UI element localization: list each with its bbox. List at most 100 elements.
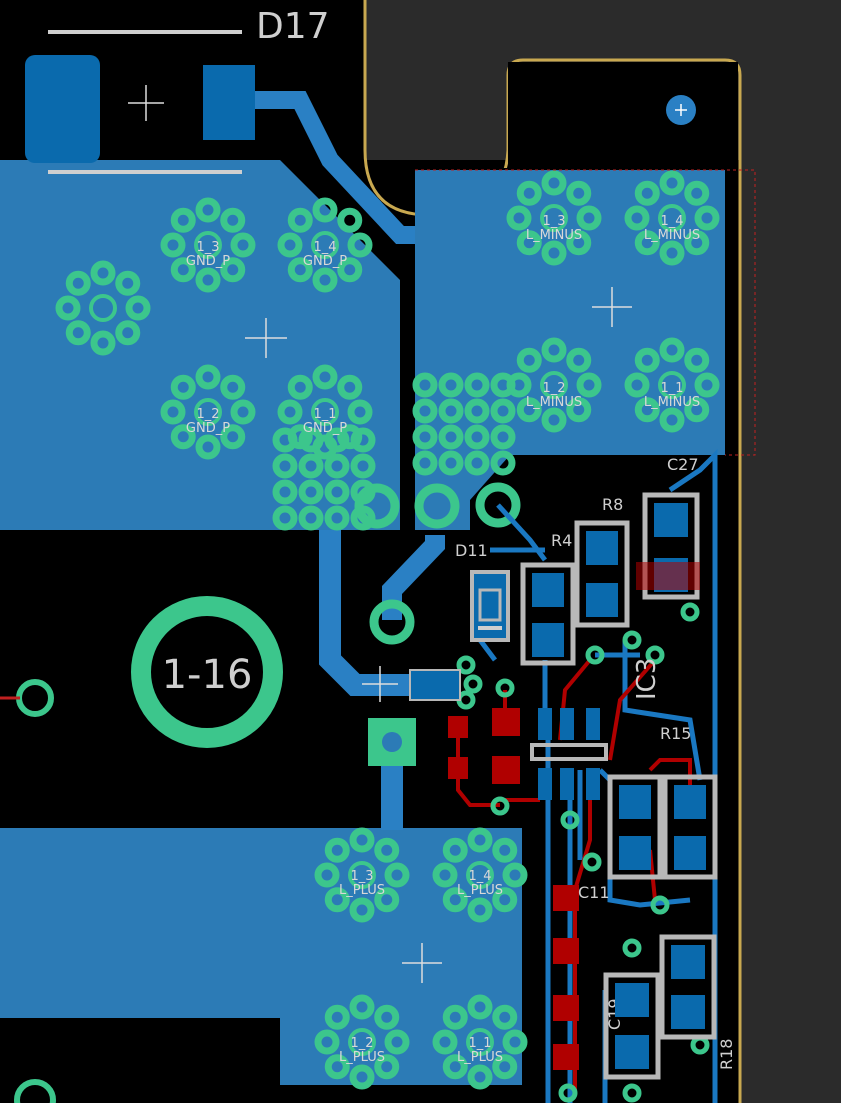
via-ring[interactable] xyxy=(349,827,375,853)
stitch-via[interactable] xyxy=(324,453,350,479)
via-ring[interactable] xyxy=(277,399,303,425)
stitch-via[interactable] xyxy=(298,505,324,531)
via-ring[interactable] xyxy=(492,1054,518,1080)
via-ring[interactable] xyxy=(277,232,303,258)
via-ring[interactable] xyxy=(384,862,410,888)
via-ring[interactable] xyxy=(220,207,246,233)
via-center[interactable] xyxy=(194,398,222,426)
via-ring[interactable] xyxy=(541,240,567,266)
via-ring[interactable] xyxy=(442,1054,468,1080)
stitch-via[interactable] xyxy=(298,453,324,479)
small-via[interactable] xyxy=(560,810,580,830)
via-ring[interactable] xyxy=(195,364,221,390)
stitch-via[interactable] xyxy=(412,398,438,424)
via-ring[interactable] xyxy=(347,399,373,425)
stitch-via[interactable] xyxy=(350,453,376,479)
stitch-via[interactable] xyxy=(438,450,464,476)
via-ring[interactable] xyxy=(170,257,196,283)
ring-pad[interactable] xyxy=(14,1079,56,1103)
via-ring[interactable] xyxy=(160,232,186,258)
stitch-via[interactable] xyxy=(490,424,516,450)
via-ring[interactable] xyxy=(492,1004,518,1030)
via-ring[interactable] xyxy=(634,347,660,373)
th-pad-octagon[interactable] xyxy=(475,482,521,528)
via-ring[interactable] xyxy=(195,434,221,460)
r18-body-a[interactable] xyxy=(603,972,661,1080)
via-ring[interactable] xyxy=(349,897,375,923)
via-ring[interactable] xyxy=(634,180,660,206)
ic3-body[interactable] xyxy=(530,743,608,761)
r18-body-b[interactable] xyxy=(659,934,717,1040)
via-ring[interactable] xyxy=(90,330,116,356)
via-ring[interactable] xyxy=(337,424,363,450)
via-ring[interactable] xyxy=(541,337,567,363)
via-ring[interactable] xyxy=(516,230,542,256)
via-ring[interactable] xyxy=(374,1054,400,1080)
via-center[interactable] xyxy=(466,861,494,889)
via-ring[interactable] xyxy=(442,1004,468,1030)
d17-pad-right[interactable] xyxy=(203,65,255,140)
via-ring[interactable] xyxy=(659,240,685,266)
via-ring[interactable] xyxy=(347,232,373,258)
via-ring[interactable] xyxy=(337,374,363,400)
via-ring[interactable] xyxy=(516,347,542,373)
via-ring[interactable] xyxy=(287,374,313,400)
via-ring[interactable] xyxy=(684,397,710,423)
th-pad-large-2[interactable] xyxy=(414,483,460,529)
via-ring[interactable] xyxy=(324,1054,350,1080)
via-ring[interactable] xyxy=(684,180,710,206)
via-ring[interactable] xyxy=(576,205,602,231)
via-center[interactable] xyxy=(348,861,376,889)
via-ring[interactable] xyxy=(314,862,340,888)
via-ring[interactable] xyxy=(467,994,493,1020)
small-via[interactable] xyxy=(622,630,642,650)
via-ring[interactable] xyxy=(432,1029,458,1055)
stitch-via[interactable] xyxy=(464,372,490,398)
via-ring[interactable] xyxy=(55,295,81,321)
mounting-hole-1-16[interactable] xyxy=(131,596,283,748)
via-ring[interactable] xyxy=(492,887,518,913)
via-ring[interactable] xyxy=(624,205,650,231)
via-ring[interactable] xyxy=(349,1064,375,1090)
via-ring[interactable] xyxy=(566,230,592,256)
via-ring[interactable] xyxy=(312,364,338,390)
via-ring[interactable] xyxy=(337,207,363,233)
via-ring[interactable] xyxy=(65,320,91,346)
small-via[interactable] xyxy=(582,852,602,872)
small-via[interactable] xyxy=(490,796,510,816)
red-smd-pads[interactable] xyxy=(448,708,579,1070)
via-ring[interactable] xyxy=(337,257,363,283)
small-via[interactable] xyxy=(650,895,670,915)
via-ring[interactable] xyxy=(634,230,660,256)
stitch-via[interactable] xyxy=(272,479,298,505)
via-ring[interactable] xyxy=(115,320,141,346)
stitch-via[interactable] xyxy=(464,424,490,450)
via-center[interactable] xyxy=(658,204,686,232)
stitch-via[interactable] xyxy=(438,372,464,398)
via-ring[interactable] xyxy=(195,197,221,223)
stitch-via[interactable] xyxy=(490,450,516,476)
via-ring[interactable] xyxy=(576,372,602,398)
r8-body[interactable] xyxy=(574,520,630,628)
stitch-via[interactable] xyxy=(324,427,350,453)
via-ring[interactable] xyxy=(506,205,532,231)
via-ring[interactable] xyxy=(230,399,256,425)
stitch-via[interactable] xyxy=(490,372,516,398)
stitch-via[interactable] xyxy=(272,505,298,531)
via-center[interactable] xyxy=(311,231,339,259)
via-ring[interactable] xyxy=(160,399,186,425)
via-ring[interactable] xyxy=(170,374,196,400)
via-ring[interactable] xyxy=(312,267,338,293)
via-center[interactable] xyxy=(311,398,339,426)
small-via[interactable] xyxy=(680,602,700,622)
via-ring[interactable] xyxy=(312,197,338,223)
stitch-via[interactable] xyxy=(272,427,298,453)
small-via[interactable] xyxy=(463,674,483,694)
via-ring[interactable] xyxy=(314,1029,340,1055)
via-ring[interactable] xyxy=(624,372,650,398)
via-ring[interactable] xyxy=(220,424,246,450)
stitch-via[interactable] xyxy=(350,427,376,453)
via-ring[interactable] xyxy=(566,347,592,373)
via-ring[interactable] xyxy=(125,295,151,321)
